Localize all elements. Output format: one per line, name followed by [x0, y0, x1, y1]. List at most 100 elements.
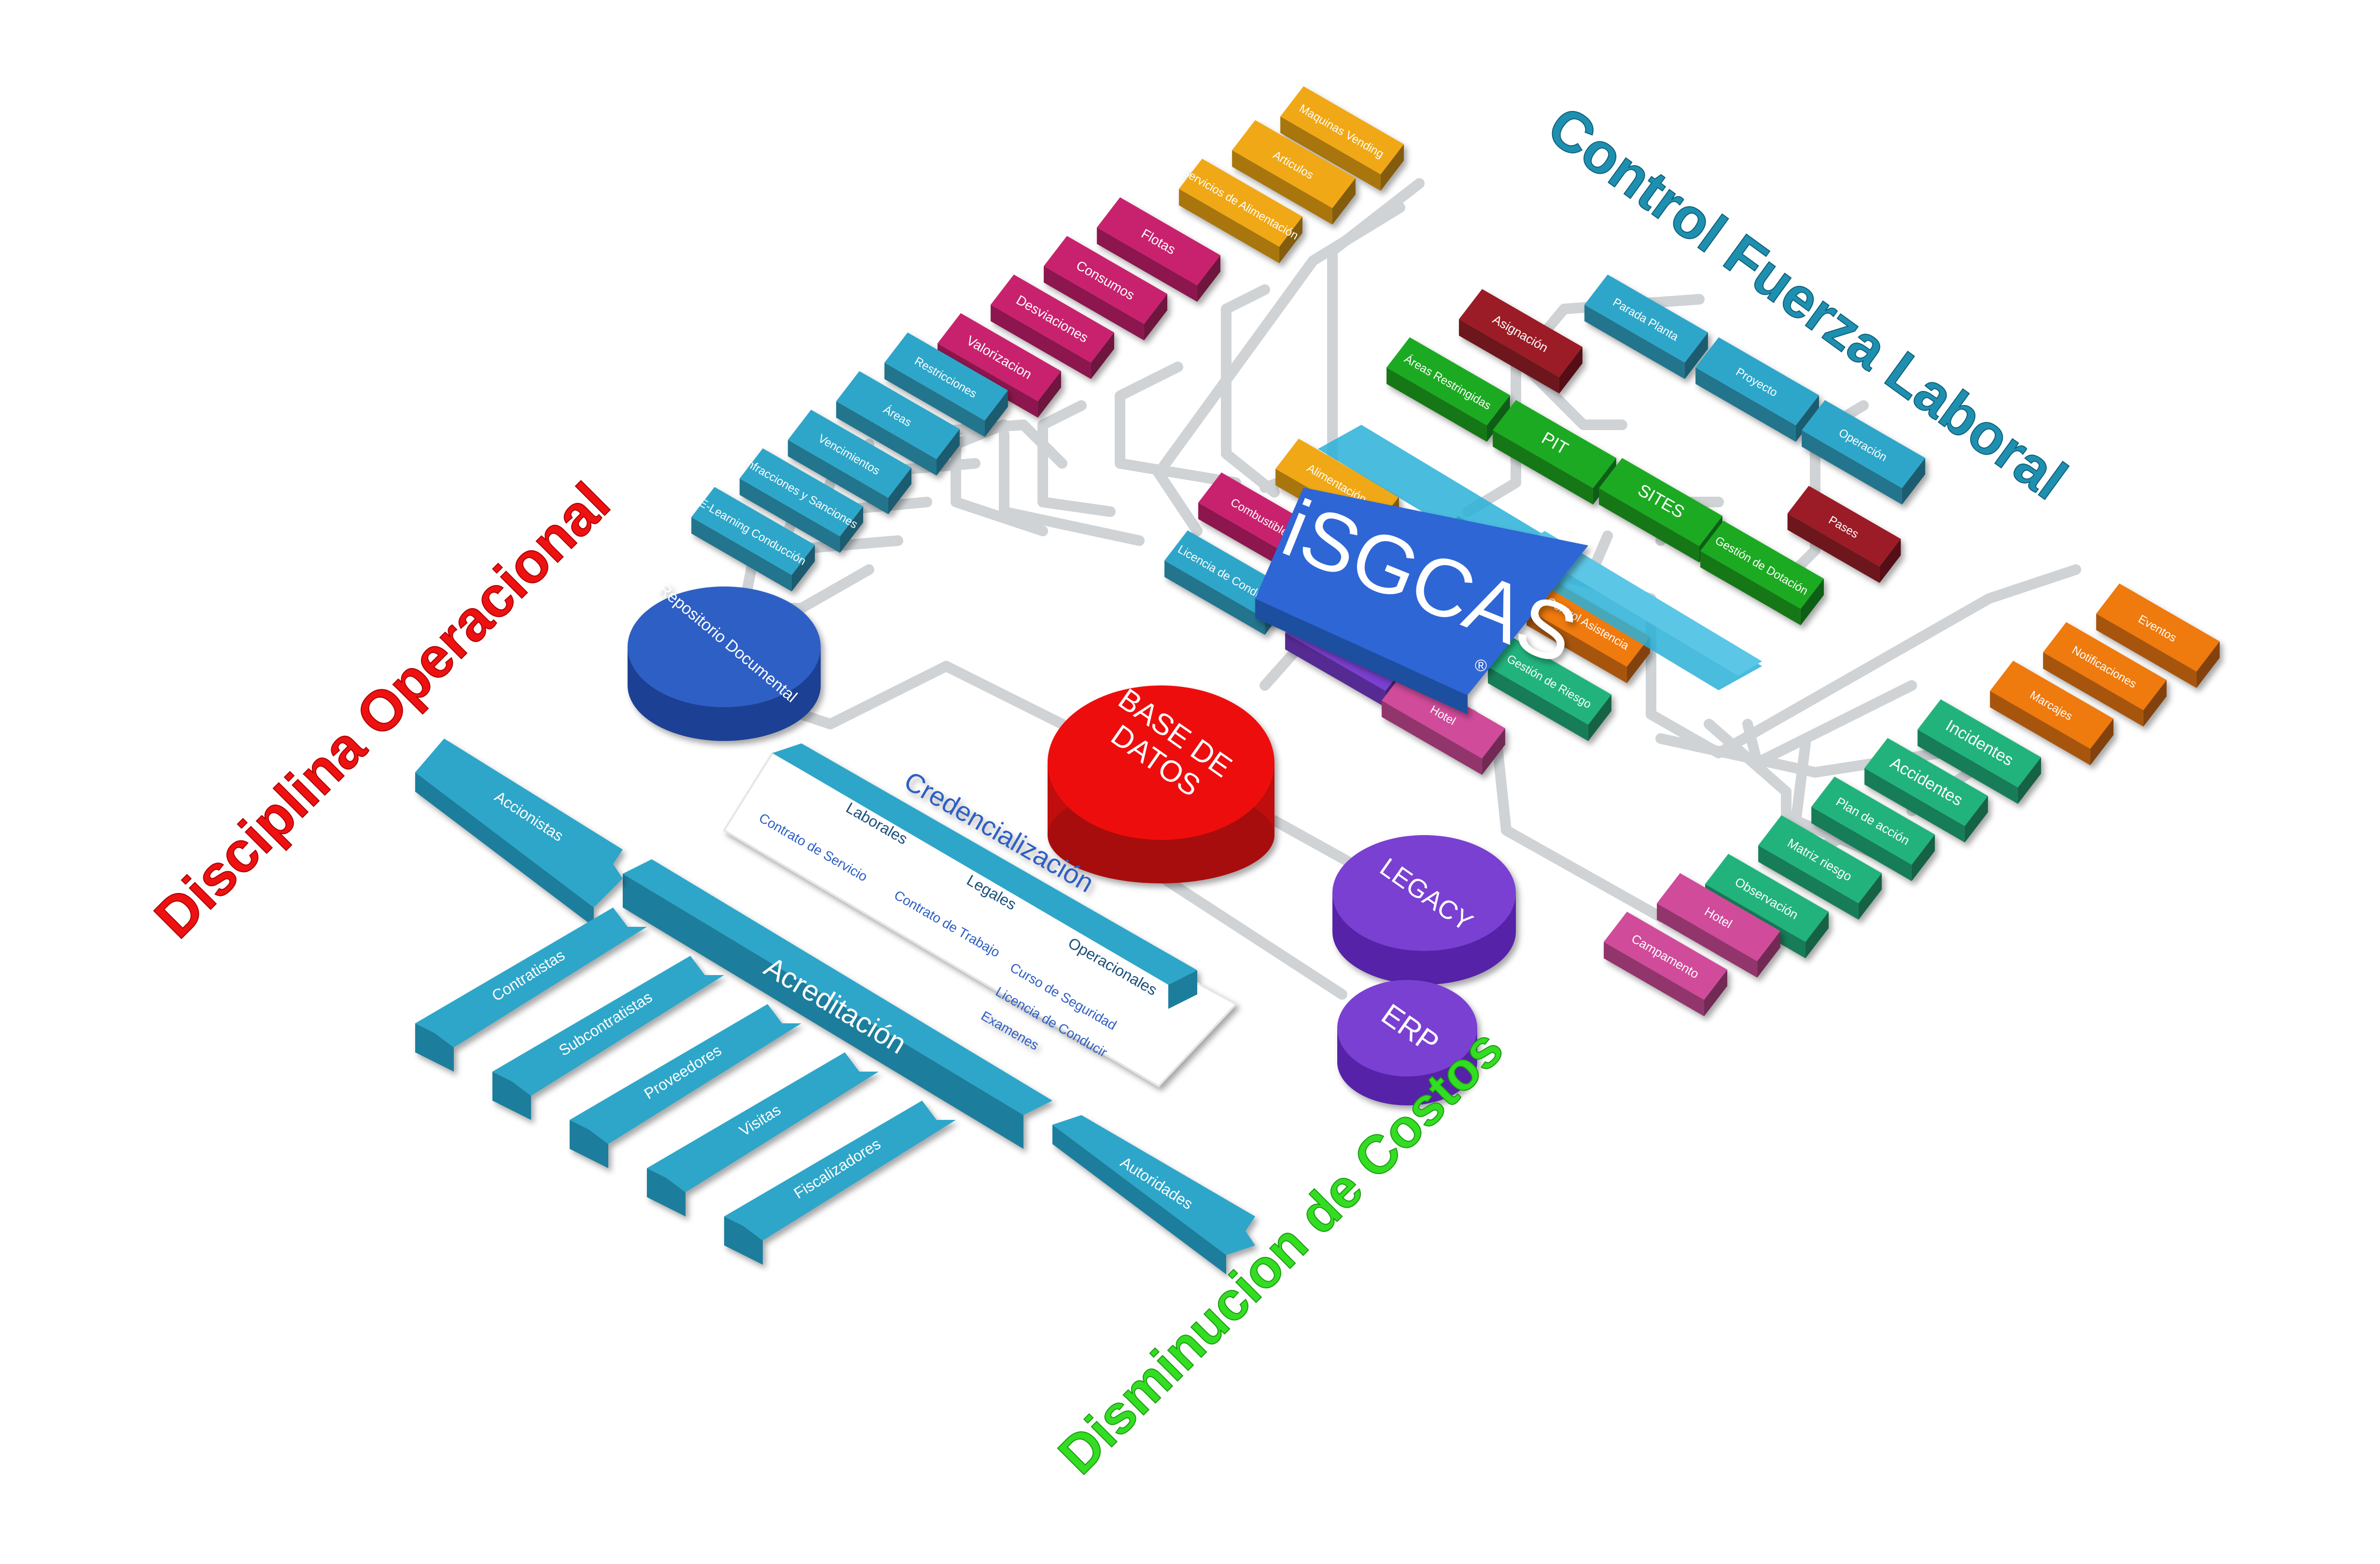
acreditacion-arrow-proveedores-top	[570, 1004, 801, 1144]
accionistas-arrow[interactable]: Accionistas	[415, 739, 623, 927]
hub-module-hotel-end	[1482, 728, 1505, 775]
fleet-box-flotas-top	[1097, 197, 1220, 286]
vending-box-maquinas-vending-end	[1380, 144, 1404, 191]
acreditacion-arrow-visitas-top	[647, 1052, 879, 1192]
driving-box-vencimientos[interactable]: Vencimientos	[788, 409, 911, 515]
pipe-11	[951, 419, 1048, 536]
vending-box-servicios-de-alimentacion-top	[1179, 158, 1302, 247]
vending-box-maquinas-vending[interactable]: Maquinas Vending	[1280, 86, 1404, 191]
attendance-box-notificaciones-top	[2043, 622, 2167, 711]
access-box-pit-top	[1493, 400, 1616, 489]
risk-box-accidentes[interactable]: Accidentes	[1864, 738, 1988, 843]
driving-box-restricciones-end	[984, 390, 1008, 437]
driving-box-areas[interactable]: Áreas	[836, 371, 960, 476]
lodging-box-campamento-end	[1704, 969, 1727, 1017]
assignment-box-operacion[interactable]: Operación	[1802, 400, 1925, 505]
risk-box-incidentes-end	[2017, 757, 2041, 804]
vending-box-servicios-de-alimentacion-end	[1279, 216, 1302, 264]
driving-box-areas-top	[836, 371, 960, 460]
assignment-box-pases-end	[1879, 539, 1901, 583]
vending-box-articulos[interactable]: Articulos	[1232, 120, 1356, 225]
assignment-box-operacion-side	[1802, 430, 1902, 505]
lodging-box-hotel-end	[1757, 931, 1780, 978]
autoridades-arrow-top	[1052, 1115, 1255, 1255]
lodging-box-hotel-side	[1657, 903, 1757, 978]
assignment-box-parada-planta[interactable]: Parada Planta	[1584, 274, 1708, 379]
vending-box-servicios-de-alimentacion-side	[1179, 189, 1279, 264]
driving-box-infracciones-y-sanciones-side	[740, 478, 840, 553]
hub-registered-mark: ®	[1475, 656, 1487, 675]
acreditacion-arrow-contratistas-side	[415, 1023, 454, 1072]
fleet-box-valorizacion-top	[938, 313, 1061, 402]
hub-module-gestion-riesgo-top	[1488, 636, 1611, 725]
hub-module-control-asistencia-top	[1526, 578, 1650, 667]
acreditacion-arrow-contratistas[interactable]: Contratistas	[415, 908, 647, 1072]
database-cylinder[interactable]: BASE DE DATOS	[1048, 682, 1274, 883]
assignment-box-proyecto[interactable]: Proyecto	[1695, 337, 1819, 442]
fleet-box-consumos[interactable]: Consumos	[1044, 236, 1167, 341]
assignment-box-asignacion[interactable]: Asignación	[1459, 289, 1582, 394]
risk-box-plan-de-accion-side	[1811, 807, 1912, 881]
driving-box-restricciones[interactable]: Restricciones	[884, 332, 1008, 437]
risk-box-matriz-riesgo-top	[1758, 815, 1882, 904]
assignment-box-operacion-top	[1802, 400, 1925, 489]
hub-module-gestion-riesgo[interactable]: Gestión de Riesgo	[1488, 636, 1611, 741]
risk-box-matriz-riesgo-end	[1858, 873, 1882, 920]
lodging-box-campamento-top	[1604, 911, 1727, 1000]
driving-box-vencimientos-end	[888, 467, 911, 515]
autoridades-arrow[interactable]: Autoridades	[1052, 1115, 1255, 1274]
risk-box-plan-de-accion[interactable]: Plan de acción	[1811, 776, 1935, 881]
attendance-box-eventos-end	[2196, 641, 2220, 688]
assignment-box-proyecto-side	[1695, 367, 1796, 442]
vending-box-maquinas-vending-side	[1280, 116, 1381, 191]
fleet-box-flotas[interactable]: Flotas	[1097, 197, 1220, 302]
vending-box-articulos-top	[1232, 120, 1356, 209]
access-box-gestion-de-dotacion-top	[1700, 520, 1824, 609]
hub-module-licencia-side	[1164, 560, 1265, 635]
fleet-box-consumos-side	[1044, 266, 1144, 341]
driving-box-e-learning-conduccion-top	[691, 487, 815, 575]
assignment-box-asignacion-top	[1459, 289, 1582, 377]
fleet-box-desviaciones-side	[991, 305, 1091, 379]
lodging-box-campamento[interactable]: Campamento	[1604, 911, 1727, 1017]
pipe-12	[999, 429, 1145, 546]
access-box-pit-side	[1493, 430, 1593, 505]
credencializacion-bar-top	[772, 743, 1197, 985]
pipe-10	[1037, 400, 1116, 517]
acreditacion-arrow-fiscalizadores-side	[724, 1216, 763, 1265]
attendance-box-marcajes[interactable]: Marcajes	[1990, 660, 2114, 766]
driving-box-infracciones-y-sanciones-end	[840, 506, 863, 553]
legacy-cylinder[interactable]: LEGACY	[1332, 835, 1516, 985]
assignment-box-pases[interactable]: Pases	[1787, 486, 1901, 583]
attendance-box-notificaciones-end	[2143, 680, 2167, 727]
acreditacion-arrow-subcontratistas-top	[492, 956, 724, 1096]
risk-box-incidentes[interactable]: Incidentes	[1918, 699, 2041, 804]
hub-side	[1255, 599, 1468, 714]
risk-box-plan-de-accion-end	[1911, 834, 1935, 881]
assignment-box-parada-planta-end	[1684, 332, 1708, 379]
database-top	[1048, 685, 1274, 840]
attendance-box-eventos-side	[2096, 614, 2197, 688]
lodging-box-campamento-side	[1604, 942, 1704, 1017]
lodging-box-hotel-top	[1657, 873, 1780, 962]
fleet-box-flotas-side	[1097, 227, 1197, 302]
access-box-pit[interactable]: PIT	[1493, 400, 1616, 505]
acreditacion-side	[623, 874, 1023, 1149]
assignment-box-proyecto-top	[1695, 337, 1819, 426]
erp-top	[1337, 980, 1477, 1076]
lodging-box-hotel[interactable]: Hotel	[1657, 873, 1780, 978]
hub-module-control-asistencia-side	[1526, 609, 1627, 684]
risk-box-observacion-end	[1805, 911, 1829, 959]
erp-cylinder[interactable]: ERP	[1337, 980, 1477, 1105]
hub-module-hotel-side	[1382, 700, 1482, 775]
driving-box-vencimientos-top	[788, 409, 911, 498]
attendance-box-eventos[interactable]: Eventos	[2096, 583, 2220, 688]
acreditacion-arrows: ContratistasSubcontratistasProveedoresVi…	[415, 908, 956, 1265]
assignment-box-operacion-end	[1902, 458, 1925, 505]
acreditacion-arrow-visitas-side	[647, 1168, 686, 1216]
risk-box-matriz-riesgo-side	[1758, 845, 1859, 920]
repositorio-cylinder[interactable]: Repositorio Documental	[628, 579, 821, 741]
access-box-gestion-de-dotacion-side	[1700, 551, 1801, 626]
pipe-3	[1269, 815, 1367, 874]
